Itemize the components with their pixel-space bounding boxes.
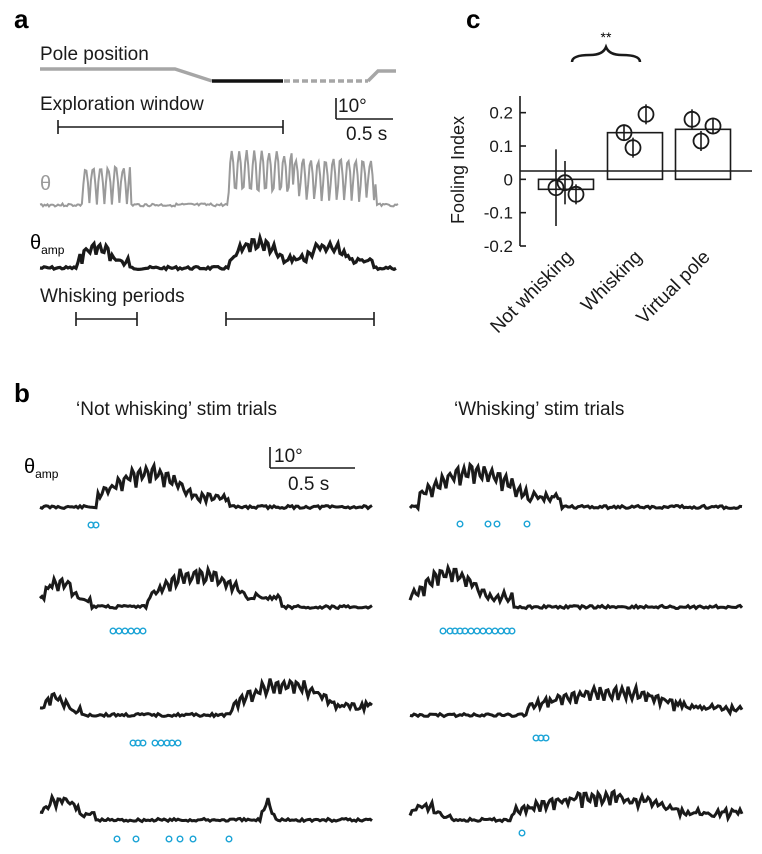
stim-marker: [109, 627, 117, 635]
data-point: [637, 105, 655, 123]
theta-amp-label: θamp: [24, 456, 59, 481]
stim-marker: [225, 835, 233, 843]
stim-marker: [113, 835, 121, 843]
y-tick-label: 0.1: [489, 137, 513, 156]
panel-b-traces: [38, 460, 744, 843]
scale-time-label: 0.5 s: [346, 124, 387, 145]
stim-marker: [439, 627, 447, 635]
data-point: [567, 185, 585, 203]
x-tick-label: Virtual pole: [633, 247, 715, 329]
y-tick-label: 0.2: [489, 104, 513, 123]
not-whisking-trace: [38, 563, 373, 612]
exploration-window-bar: [57, 120, 284, 134]
points-group: [547, 104, 722, 226]
not-whisking-trace: [39, 677, 373, 719]
stim-marker: [92, 521, 100, 529]
stim-marker: [151, 739, 159, 747]
y-tick-label: -0.1: [484, 204, 513, 223]
stim-marker: [467, 627, 475, 635]
whisking-trace: [408, 461, 743, 513]
pole-position-label: Pole position: [40, 44, 149, 65]
y-tick-label: -0.2: [484, 237, 513, 256]
stim-marker: [121, 627, 129, 635]
stim-marker: [157, 739, 165, 747]
pole-trace-approach: [40, 67, 213, 83]
pole-position-trace: [40, 67, 396, 83]
x-tick-label: Not whisking: [487, 247, 578, 338]
y-axis-label: Fooling Index: [448, 116, 468, 224]
stim-marker: [176, 835, 184, 843]
panel-c-letter: c: [466, 4, 480, 34]
scale-deg-label: 10°: [338, 96, 367, 117]
theta-label: θ: [40, 173, 51, 195]
theta-trace: [39, 149, 399, 208]
not-whisking-trace: [39, 792, 373, 824]
stim-marker: [189, 835, 197, 843]
bar: [537, 178, 595, 191]
data-point: [692, 132, 710, 150]
bar: [674, 128, 732, 181]
pole-trace-return: [366, 69, 396, 83]
x-tick-label: Whisking: [577, 247, 646, 316]
data-point: [547, 179, 565, 197]
stim-marker: [497, 627, 505, 635]
whisking-period-bar: [75, 312, 138, 326]
stim-marker: [479, 627, 487, 635]
stim-marker: [518, 829, 526, 837]
significance-bracket: **: [570, 29, 642, 63]
stim-marker: [132, 835, 140, 843]
whisking-trace: [408, 562, 744, 611]
not-whisking-trace: [39, 460, 373, 511]
stim-marker: [491, 627, 499, 635]
stim-marker: [523, 520, 531, 528]
significance-stars: **: [601, 29, 612, 45]
stim-marker: [115, 627, 123, 635]
stim-marker: [493, 520, 501, 528]
data-point: [624, 139, 642, 157]
exploration-window-label: Exploration window: [40, 94, 204, 115]
y-axis-ticks: -0.2 -0.1 0 0.1 0.2: [484, 104, 526, 256]
theta-amp-label: θamp: [30, 232, 65, 257]
stim-marker: [174, 739, 182, 747]
whisking-period-bar: [225, 312, 375, 326]
stim-marker: [456, 520, 464, 528]
whisking-trace: [408, 788, 744, 824]
whisking-periods-label: Whisking periods: [40, 286, 185, 307]
stim-marker: [484, 520, 492, 528]
stim-marker: [165, 835, 173, 843]
panel-b-scale-bar: 10° 0.5 s: [269, 446, 355, 495]
data-point: [683, 110, 701, 128]
scale-deg-label: 10°: [274, 446, 303, 467]
y-tick-label: 0: [504, 170, 513, 189]
stim-marker: [485, 627, 493, 635]
panel-b-letter: b: [14, 378, 30, 408]
scale-time-label: 0.5 s: [288, 474, 329, 495]
whisking-title: ‘Whisking’ stim trials: [454, 399, 624, 420]
whisking-trace: [409, 681, 744, 719]
stim-marker: [542, 734, 550, 742]
data-point: [704, 117, 722, 135]
data-point: [556, 174, 574, 192]
data-point: [615, 124, 633, 142]
stim-marker: [139, 627, 147, 635]
stim-marker: [127, 627, 135, 635]
stim-marker: [473, 627, 481, 635]
stim-marker: [508, 627, 516, 635]
not-whisking-title: ‘Not whisking’ stim trials: [76, 399, 277, 420]
stim-marker: [133, 627, 141, 635]
stim-marker: [139, 739, 147, 747]
panel-a-scale-bar: 10° 0.5 s: [335, 96, 393, 145]
panel-a-letter: a: [14, 4, 29, 34]
theta-amp-trace: [39, 231, 397, 272]
